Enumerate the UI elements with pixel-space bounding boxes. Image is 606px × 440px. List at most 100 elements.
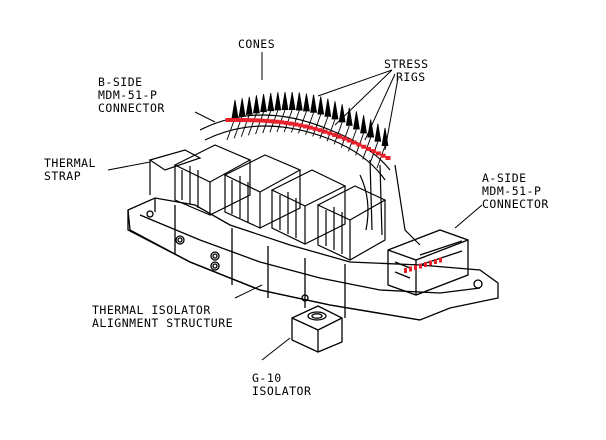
highlight-pad: [375, 151, 381, 156]
label-cones: CONES: [238, 38, 275, 51]
connector-pin-highlight: [419, 263, 422, 269]
label-thermal-strap-line-2: STRAP: [44, 169, 82, 183]
highlight-pad: [288, 121, 294, 126]
cone: [253, 95, 260, 114]
module-blocks: [173, 144, 387, 261]
highlight-pad: [244, 118, 250, 123]
highlight-pad: [317, 128, 323, 133]
highlight-pad: [278, 120, 284, 125]
connector-pin-highlight: [414, 265, 417, 270]
label-g10-line-2: ISOLATOR: [252, 384, 312, 398]
cone: [260, 94, 267, 113]
highlight-pad: [380, 153, 386, 158]
label-a-side-connector: A-SIDE MDM-51-P CONNECTOR: [482, 172, 549, 211]
cone: [324, 98, 332, 117]
connector-pin-highlight: [404, 268, 407, 273]
label-thermal-isolator-line-2: ALIGNMENT STRUCTURE: [92, 316, 234, 330]
highlight-pad: [327, 131, 333, 136]
cone-stem: [348, 129, 357, 152]
highlight-pad: [249, 118, 255, 123]
highlight-pad: [356, 142, 362, 147]
cone: [231, 99, 239, 119]
cone-stem: [248, 113, 257, 136]
cone: [274, 92, 282, 111]
highlight-pad: [230, 118, 236, 123]
highlight-pad: [351, 140, 357, 145]
thermal-isolator-base: [127, 197, 499, 321]
cone-stem: [305, 112, 314, 135]
cone-stem: [319, 116, 329, 139]
highlight-pad: [259, 118, 265, 123]
connector-body-a-side: [387, 229, 469, 296]
highlight-pad: [269, 119, 275, 124]
cone-stem: [312, 114, 322, 137]
highlight-pad: [235, 118, 241, 123]
connector-pin-highlight: [439, 257, 442, 263]
cone: [310, 94, 317, 113]
cone: [303, 93, 310, 112]
label-b-side-line-1: B-SIDE: [98, 75, 143, 89]
label-thermal-strap: THERMAL STRAP: [44, 157, 96, 183]
cone-stem: [298, 111, 307, 134]
label-a-side-line-1: A-SIDE: [482, 171, 527, 185]
g10-isolator-block: [291, 305, 343, 353]
label-thermal-isolator-line-1: THERMAL ISOLATOR: [92, 303, 211, 317]
highlight-pad: [341, 136, 347, 141]
highlight-pad: [225, 118, 231, 122]
label-b-side-connector: B-SIDE MDM-51-P CONNECTOR: [98, 76, 165, 115]
label-stress-rigs-line-2: RIGS: [396, 70, 426, 84]
cone: [288, 91, 296, 111]
cone: [353, 111, 360, 130]
cone: [281, 91, 289, 111]
label-cones-line-1: CONES: [238, 37, 276, 51]
connector-pin-highlight: [424, 262, 427, 267]
label-b-side-line-3: CONNECTOR: [98, 101, 165, 115]
highlight-pad: [307, 125, 313, 130]
label-g10-isolator: G-10 ISOLATOR: [252, 372, 311, 398]
highlight-pad: [346, 138, 352, 143]
bonding-highlights: [225, 118, 442, 273]
highlight-pad: [385, 156, 391, 160]
highlight-pad: [283, 120, 289, 125]
connector-pin-highlight: [409, 266, 412, 272]
highlight-pad: [254, 118, 260, 123]
cone-stem: [333, 122, 343, 145]
cone-stem: [255, 111, 264, 135]
connector-pin-highlight: [434, 259, 437, 264]
label-b-side-line-2: MDM-51-P: [98, 88, 158, 102]
label-thermal-isolator: THERMAL ISOLATOR ALIGNMENT STRUCTURE: [92, 304, 233, 330]
highlight-pad: [240, 118, 246, 123]
cone: [238, 98, 246, 117]
label-a-side-line-2: MDM-51-P: [482, 184, 542, 198]
highlight-pad: [312, 126, 318, 131]
highlight-pad: [298, 123, 304, 128]
cone-array: [226, 91, 389, 169]
cone-stem: [326, 119, 336, 142]
highlight-pad: [264, 118, 270, 123]
highlight-pad: [322, 129, 328, 134]
label-thermal-strap-line-1: THERMAL: [44, 156, 96, 170]
label-stress-rigs-line-1: STRESS: [384, 57, 429, 71]
cone: [345, 107, 353, 126]
cone-stem: [240, 114, 250, 137]
leader-lines: [107, 52, 483, 361]
thermal-strap-plate: [148, 149, 202, 195]
connector-pin-highlight: [429, 260, 432, 266]
highlight-pad: [303, 124, 309, 129]
cone-stem: [290, 110, 300, 133]
highlight-pad: [273, 119, 279, 124]
cone: [295, 92, 303, 111]
highlight-pad: [370, 149, 376, 154]
highlight-pad: [332, 132, 338, 137]
cone: [267, 92, 275, 112]
cone: [317, 96, 325, 115]
highlight-pad: [293, 122, 299, 127]
label-stress-rigs: STRESS RIGS: [384, 58, 429, 84]
label-g10-line-1: G-10: [252, 371, 282, 385]
label-a-side-line-3: CONNECTOR: [482, 197, 549, 211]
cone: [331, 101, 339, 120]
highlight-pad: [337, 134, 343, 139]
highlight-pad: [366, 146, 372, 151]
